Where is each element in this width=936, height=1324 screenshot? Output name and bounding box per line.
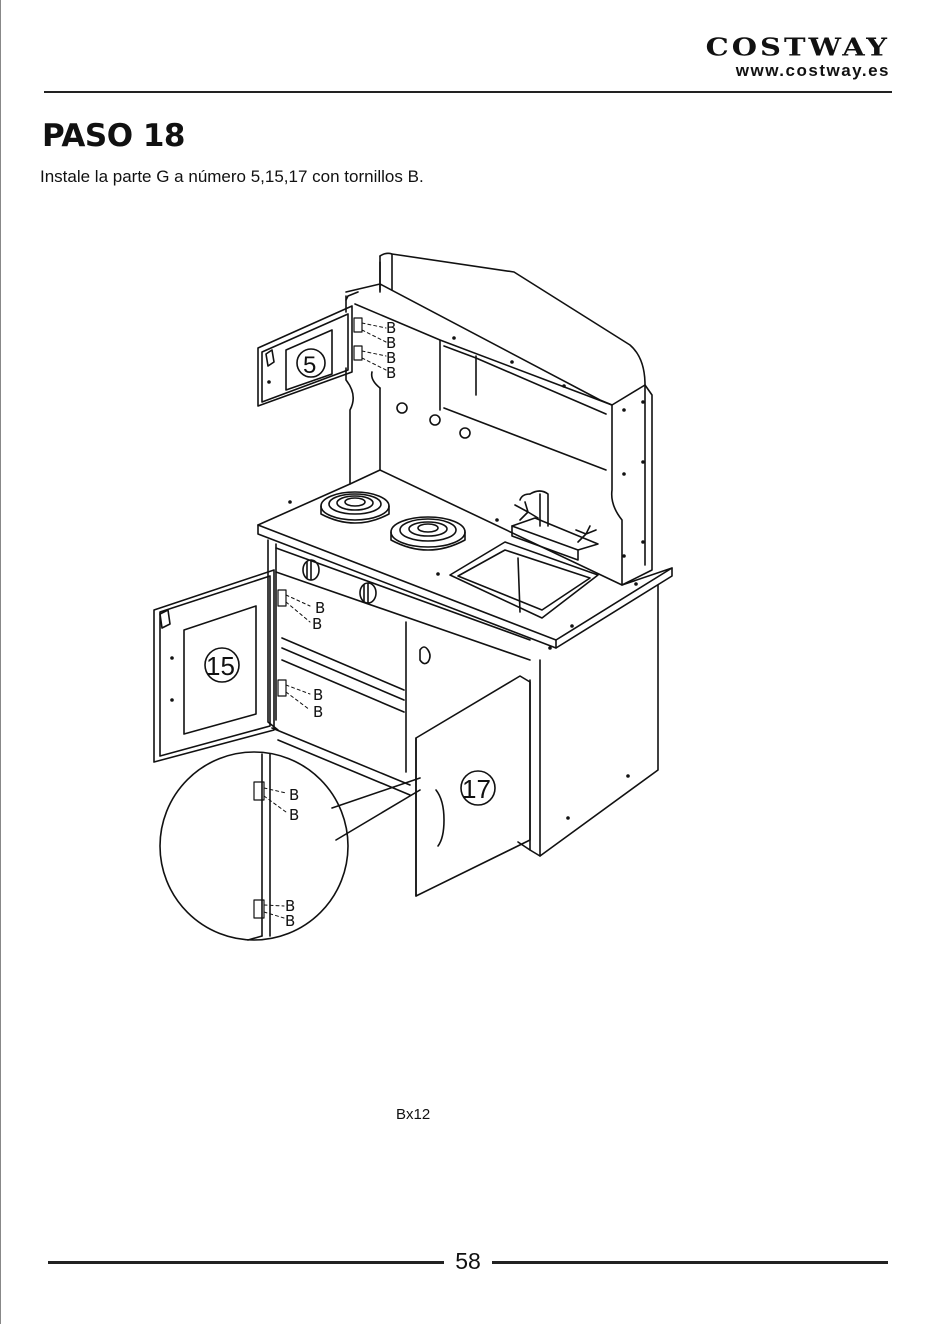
oven-knob-right xyxy=(360,583,376,603)
page-number: 58 xyxy=(444,1248,492,1275)
screw-label-b: B xyxy=(289,786,299,804)
footer-divider-right xyxy=(492,1261,888,1264)
screw-label-b: B xyxy=(386,364,396,382)
sink xyxy=(450,542,598,618)
part-label-15: 15 xyxy=(206,651,235,681)
screw-label-b: B xyxy=(313,703,323,721)
footer-divider-left xyxy=(48,1261,444,1264)
burner-right xyxy=(391,517,465,550)
back-hole xyxy=(460,428,470,438)
screw-label-b: B xyxy=(313,686,323,704)
upper-left-side xyxy=(346,296,380,484)
back-hole xyxy=(397,403,407,413)
burner-left xyxy=(321,492,389,523)
oven-knob-left xyxy=(303,560,319,580)
screw-label-b: B xyxy=(289,806,299,824)
back-hole xyxy=(430,415,440,425)
back-panel xyxy=(380,253,645,385)
part-label-5: 5 xyxy=(303,352,316,379)
screw-label-b: B xyxy=(312,615,322,633)
screw-count: Bx12 xyxy=(396,1106,430,1123)
screw-label-b: B xyxy=(285,912,295,930)
part-label-17: 17 xyxy=(462,774,491,804)
upper-right-side xyxy=(612,385,652,585)
door-latch xyxy=(420,647,430,664)
